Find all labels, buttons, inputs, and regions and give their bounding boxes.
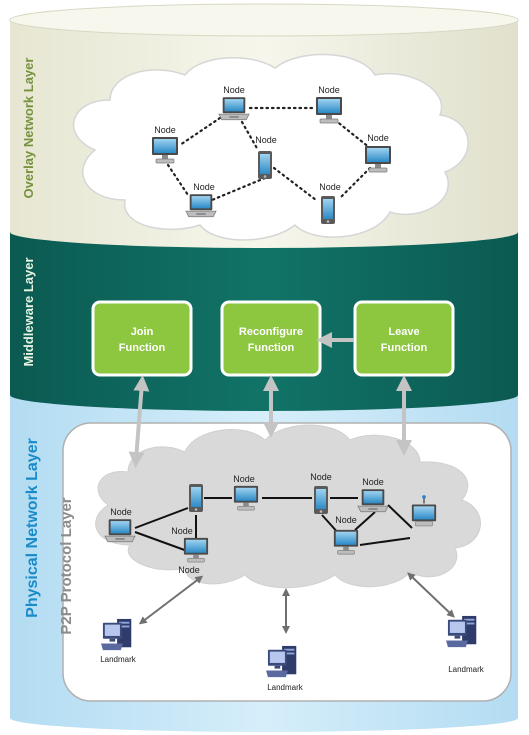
physical-node-2 xyxy=(189,484,203,512)
landmark-links xyxy=(138,572,455,634)
join-function-box: Join Function xyxy=(91,300,193,377)
landmark-left-arrow xyxy=(138,575,204,625)
join-function-line2: Function xyxy=(119,342,166,354)
laptop-icon xyxy=(218,96,250,121)
node-label: Node xyxy=(193,182,215,192)
physical-node-7: Node xyxy=(333,515,359,555)
join-connector-arrow xyxy=(128,375,150,468)
landmark-label: Landmark xyxy=(267,683,304,692)
node-label: Node xyxy=(335,515,357,525)
physical-node-5: Node xyxy=(310,472,332,514)
laptop-icon xyxy=(185,193,217,218)
overlay-node-5: Node xyxy=(364,133,392,173)
desktop-computer-icon xyxy=(101,618,132,651)
node-label: Node xyxy=(362,477,384,487)
landmark-label: Landmark xyxy=(100,655,137,664)
monitor-icon xyxy=(315,96,343,124)
reconfigure-function-box: Reconfigure Function xyxy=(220,300,322,377)
physical-node-3: Node Node xyxy=(171,526,209,575)
overlay-links xyxy=(166,106,372,202)
phone-icon xyxy=(189,484,203,512)
monitor-icon xyxy=(183,537,209,563)
overlay-layer-label: Overlay Network Layer xyxy=(21,58,36,199)
node-label: Node xyxy=(223,85,245,95)
landmark-right: Landmark xyxy=(446,615,485,674)
node-label: Node xyxy=(233,474,255,484)
physical-layer-label: Physical Network Layer xyxy=(24,438,41,618)
leave-function-box: Leave Function xyxy=(353,300,455,377)
middleware-physical-connectors xyxy=(128,375,412,468)
node-label: Node xyxy=(255,135,277,145)
node-label: Node xyxy=(171,526,193,536)
laptop-icon xyxy=(357,488,389,513)
physical-node-1: Node xyxy=(104,507,136,543)
overlay-node-6: Node xyxy=(185,182,217,218)
join-function-line1: Join xyxy=(131,326,154,338)
node-label: Node xyxy=(110,507,132,517)
node-label: Node xyxy=(319,182,341,192)
laptop-icon xyxy=(104,518,136,543)
monitor-icon xyxy=(151,136,179,164)
leave-function-line2: Function xyxy=(381,342,428,354)
reconfigure-function-line2: Function xyxy=(248,342,295,354)
phone-icon xyxy=(321,196,335,224)
overlay-node-4: Node xyxy=(255,135,277,179)
monitor-icon xyxy=(333,529,359,555)
physical-node-8: Node xyxy=(411,495,437,527)
monitor-icon xyxy=(364,145,392,173)
overlay-node-1: Node xyxy=(218,85,250,121)
p2p-layer-label: P2P Protocol Layer xyxy=(58,497,75,634)
middleware-layer-label: Middleware Layer xyxy=(21,257,36,366)
desktop-computer-icon xyxy=(446,615,477,648)
monitor-icon xyxy=(233,485,259,511)
overlay-cloud xyxy=(73,53,469,241)
landmark-right-arrow xyxy=(407,572,455,618)
phone-icon xyxy=(314,486,328,514)
reconfigure-function-line1: Reconfigure xyxy=(239,326,303,338)
physical-node-6: Node xyxy=(357,477,389,513)
leave-function-line1: Leave xyxy=(388,326,419,338)
node-label: Node xyxy=(310,472,332,482)
overlay-node-3: Node xyxy=(151,125,179,164)
overlay-node-2: Node xyxy=(315,85,343,124)
node-label: Node xyxy=(154,125,176,135)
phone-icon xyxy=(258,151,272,179)
physical-node-4: Node xyxy=(233,474,259,511)
landmark-left: Landmark xyxy=(100,618,137,664)
node-label: Node xyxy=(178,565,200,575)
overlay-node-7: Node xyxy=(319,182,341,224)
node-label: Node xyxy=(367,133,389,143)
desktop-computer-icon xyxy=(266,645,297,678)
landmark-middle: Landmark xyxy=(266,645,304,692)
landmark-label: Landmark xyxy=(448,665,485,674)
node-label: Node xyxy=(318,85,340,95)
